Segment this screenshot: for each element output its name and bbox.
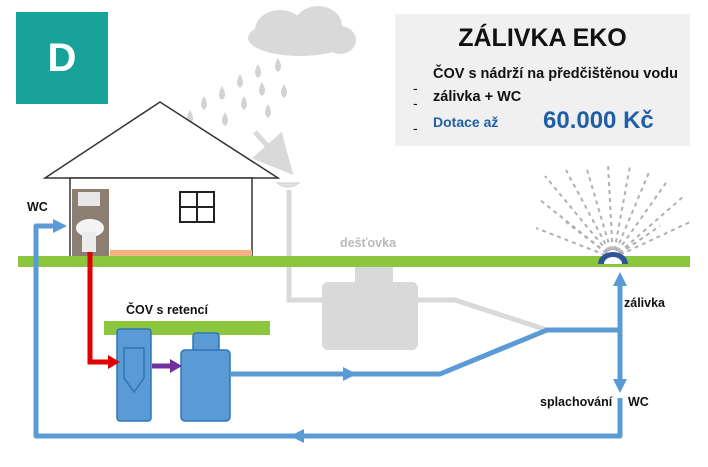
info-item-1: ČOV s nádrží na předčištěnou vodu <box>433 66 678 82</box>
rainwater-tank <box>322 264 418 350</box>
gutter-funnel <box>275 182 301 188</box>
info-title: ZÁLIVKA EKO <box>458 24 627 52</box>
rainwater-pipe <box>418 297 590 333</box>
roof-runoff-arrow <box>251 130 294 175</box>
variant-letter: D <box>47 35 77 80</box>
variant-badge: D <box>16 12 108 104</box>
subsidy-label: Dotace až <box>433 114 499 130</box>
window-icon <box>179 191 215 223</box>
treated-water-pipes <box>33 223 623 439</box>
subsidy-amount: 60.000 Kč <box>543 107 654 134</box>
ground-line <box>18 256 690 267</box>
label-cov-retention: ČOV s retencí <box>126 303 208 317</box>
bullet-dash: - <box>413 80 418 96</box>
info-panel: ZÁLIVKA EKO - ČOV s nádrží na předčištěn… <box>395 14 690 146</box>
wastewater-pipe <box>87 252 110 365</box>
flow-arrows <box>53 219 627 443</box>
cov-tank-2 <box>180 332 231 422</box>
bullet-dash: - <box>413 95 418 111</box>
label-wc-left: WC <box>27 200 48 214</box>
label-flushing: splachování <box>540 395 613 409</box>
wastewater-arrow <box>108 355 120 369</box>
info-item-2: zálivka + WC <box>433 89 522 105</box>
cloud-icon <box>248 6 356 56</box>
downpipe <box>286 190 325 303</box>
raindrops-icon <box>187 58 287 126</box>
label-wc-right: WC <box>628 395 649 409</box>
transfer-arrow <box>170 359 182 373</box>
cov-tank-1 <box>116 328 152 422</box>
bullet-dash: - <box>413 120 418 136</box>
sprinkler-icon <box>535 163 691 264</box>
label-rain-tank: dešťovka <box>340 236 397 250</box>
label-irrigation: zálivka <box>624 296 666 310</box>
